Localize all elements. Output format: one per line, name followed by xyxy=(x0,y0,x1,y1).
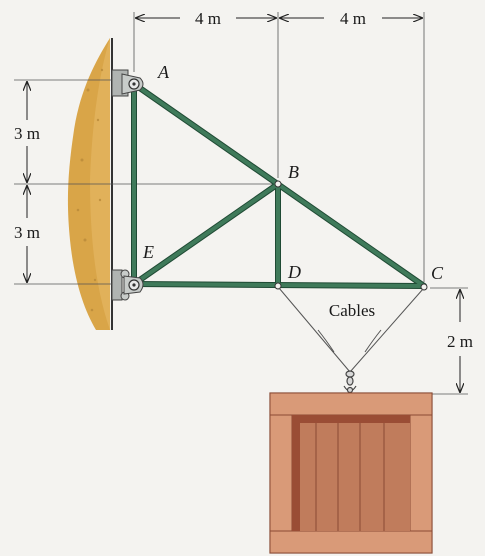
member-eb xyxy=(132,182,280,286)
crate xyxy=(269,392,433,554)
joint-label-d: D xyxy=(287,262,301,282)
joint-label-b: B xyxy=(288,162,299,182)
dimension-arrows xyxy=(27,18,460,392)
joint-label-c: C xyxy=(431,263,444,283)
joint-markers xyxy=(274,180,428,291)
dim-label-left-upper: 3 m xyxy=(14,124,40,143)
dim-label-left-lower: 3 m xyxy=(14,223,40,242)
joint-label-e: E xyxy=(142,242,154,262)
hook xyxy=(343,370,357,394)
roller-support-e xyxy=(111,269,144,301)
dim-label-top-right: 4 m xyxy=(340,9,366,28)
cables-label: Cables xyxy=(329,301,375,320)
joint-label-a: A xyxy=(157,62,170,82)
dim-label-top-left: 4 m xyxy=(195,9,221,28)
dim-label-right: 2 m xyxy=(447,332,473,351)
guide-lines xyxy=(14,12,468,395)
cables xyxy=(278,287,424,373)
pin-support-a xyxy=(111,69,144,97)
